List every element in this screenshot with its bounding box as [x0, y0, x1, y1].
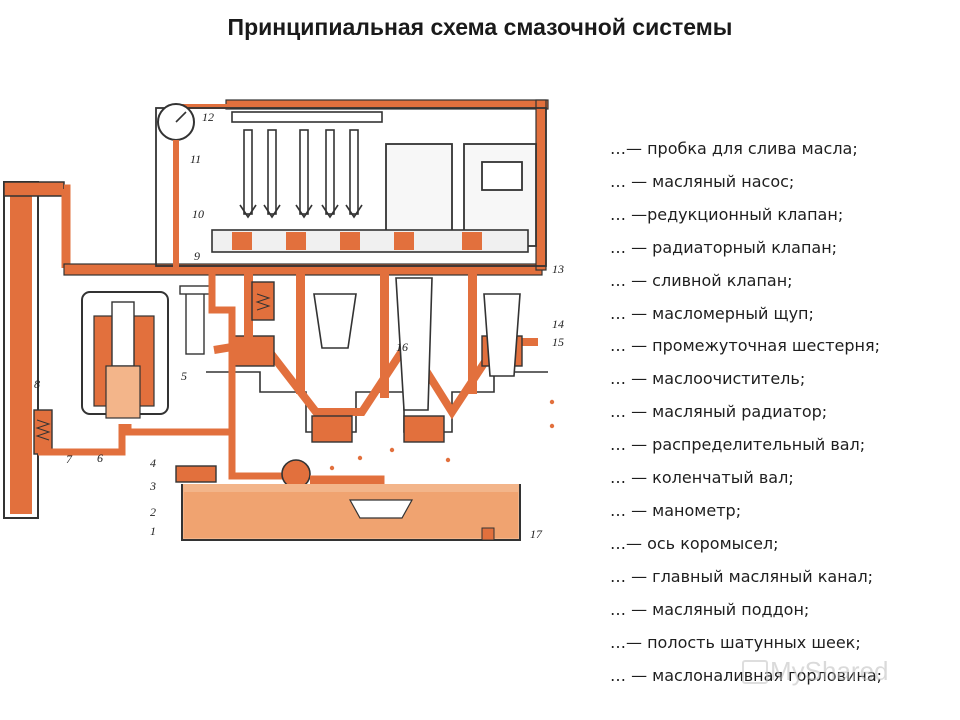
watermark-text: MyShared [770, 656, 889, 686]
camshaft [211, 229, 529, 253]
callout-9: 9 [194, 249, 200, 263]
legend-item: … — коленчатый вал; [610, 468, 794, 488]
callout-8: 8 [34, 377, 40, 391]
legend-item: … — масляный насос; [610, 171, 795, 191]
drain-valve [33, 409, 53, 455]
callout-1: 1 [150, 524, 156, 538]
legend-item: … — маслоналивная горловина; [610, 665, 883, 685]
callout-4: 4 [150, 456, 156, 470]
callout-17: 17 [530, 527, 543, 541]
legend-item: …— полость шатунных шеек; [610, 632, 861, 652]
callout-15: 15 [552, 335, 564, 349]
legend-item: … —редукционный клапан; [610, 204, 844, 224]
callout-7: 7 [66, 452, 73, 466]
manometer [157, 103, 195, 268]
legend-item: … — радиаторный клапан; [610, 237, 838, 257]
lubrication-system-diagram: 1 2 3 4 5 6 7 8 9 10 11 12 13 14 15 16 1… [3, 99, 564, 541]
legend-list: …— пробка для слива масла; … — масляный … [610, 133, 955, 692]
watermark-icon [742, 660, 768, 684]
callout-13: 13 [552, 262, 564, 276]
legend-item: … — маслоочиститель; [610, 369, 806, 389]
callout-11: 11 [190, 152, 201, 166]
legend-item: … — сливной клапан; [610, 270, 793, 290]
connecting-rods [313, 277, 521, 411]
pump-relief-valve [175, 465, 217, 483]
legend-item: … — масляный поддон; [610, 599, 810, 619]
oil-pan [181, 484, 521, 541]
legend-item: … — масломерный щуп; [610, 303, 814, 323]
callout-10: 10 [192, 207, 204, 221]
legend-item: … — главный масляный канал; [610, 566, 874, 586]
callout-14: 14 [552, 317, 564, 331]
legend-item: …— ось коромысел; [610, 533, 779, 553]
callout-16: 16 [396, 340, 408, 354]
valve-pushrods [231, 111, 383, 219]
callout-5: 5 [181, 369, 187, 383]
legend-item: … — манометр; [610, 500, 742, 520]
drain-plug [481, 527, 495, 541]
legend-item: … — распределительный вал; [610, 435, 866, 455]
engine-block [155, 107, 547, 267]
legend-item: … — масляный радиатор; [610, 402, 828, 422]
callout-labels: 1 2 3 4 5 6 7 8 9 10 11 12 13 14 15 16 1… [34, 110, 564, 541]
callout-3: 3 [149, 479, 156, 493]
callout-2: 2 [150, 505, 156, 519]
oil-filter [81, 291, 169, 419]
dipstick [179, 285, 211, 355]
reduction-valve [251, 281, 275, 321]
legend-item: … — промежуточная шестерня; [610, 336, 880, 356]
page-title: Принципиальная схема смазочной системы [227, 14, 733, 40]
crank-feed-channels [244, 274, 477, 398]
oil-drips [329, 399, 555, 471]
callout-12: 12 [202, 110, 214, 124]
oil-radiator [3, 181, 65, 519]
legend-item: …— пробка для слива масла; [610, 139, 858, 158]
callout-6: 6 [97, 451, 103, 465]
